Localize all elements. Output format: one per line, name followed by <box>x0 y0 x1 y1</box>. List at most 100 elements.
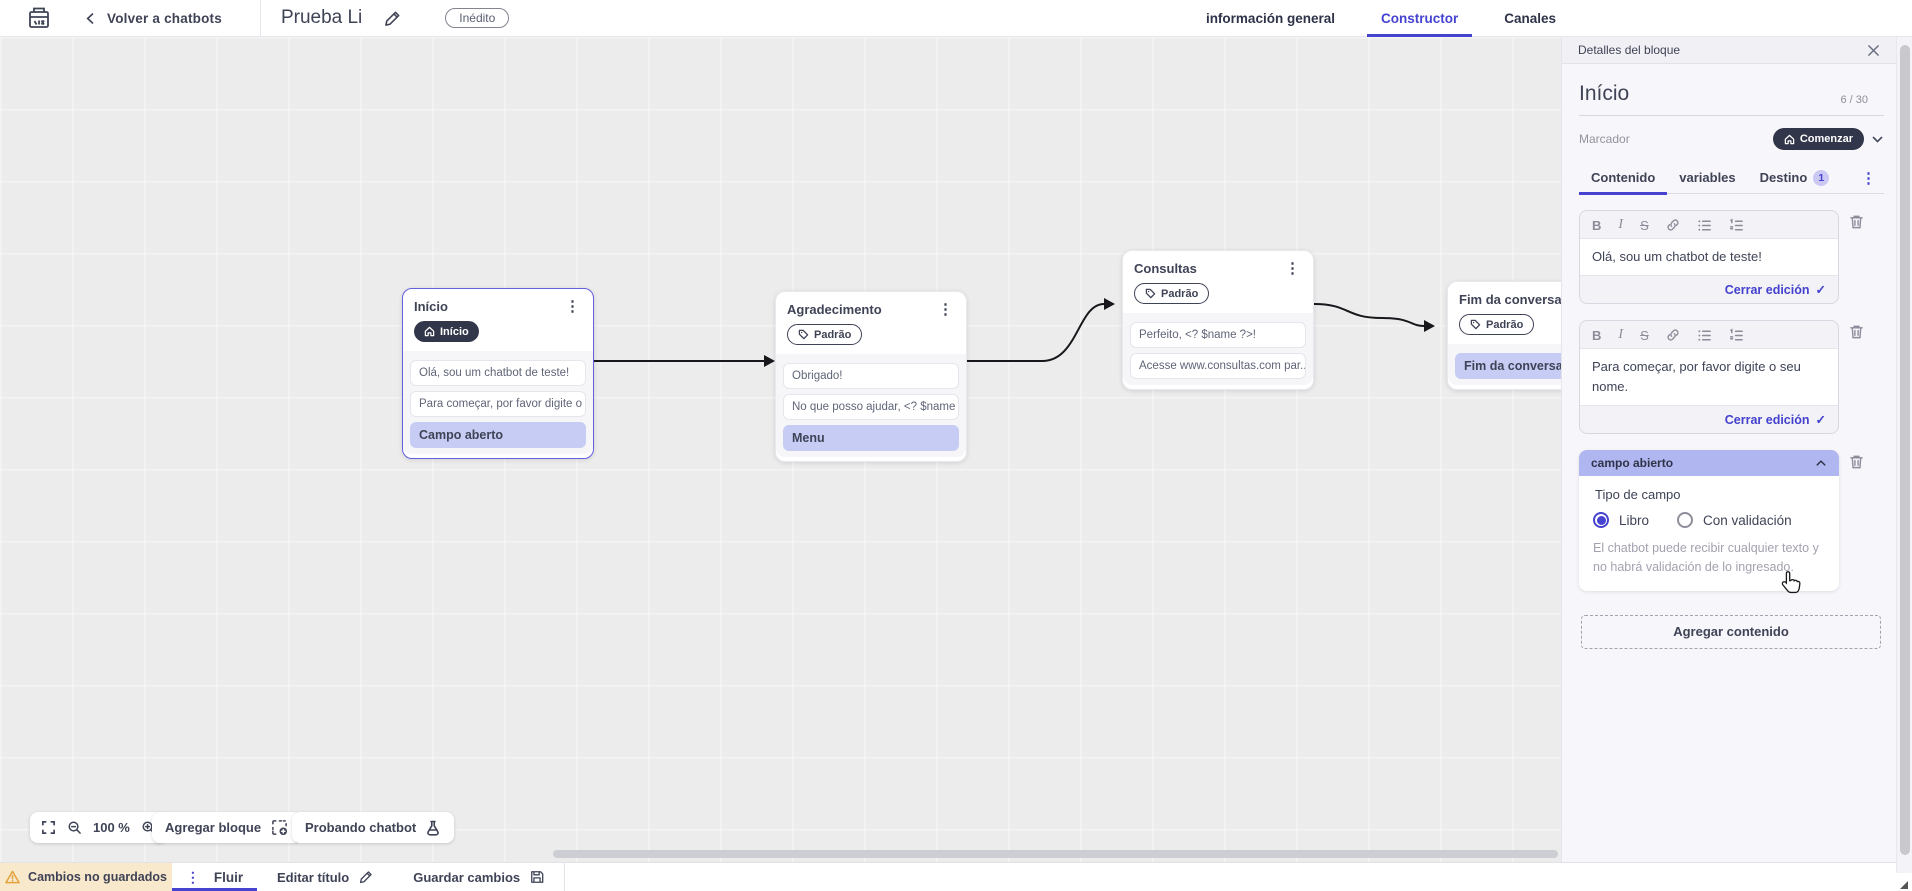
node-row[interactable]: Para começar, por favor digite o ... <box>410 391 586 417</box>
tag-icon <box>798 329 809 340</box>
message-text[interactable]: Para começar, por favor digite o seu nom… <box>1580 348 1838 407</box>
node-row[interactable]: No que posso ajudar, <? $name ... <box>783 394 959 420</box>
trash-icon[interactable] <box>1849 214 1864 230</box>
corner-cursor-artifact <box>1900 881 1908 889</box>
fullscreen-icon[interactable] <box>41 820 56 835</box>
trash-icon[interactable] <box>1849 324 1864 340</box>
bold-icon[interactable]: B <box>1592 327 1602 343</box>
tab-contenido[interactable]: Contenido <box>1579 162 1668 195</box>
status-badge: Inédito <box>445 8 510 28</box>
block-name: Início <box>1579 82 1630 105</box>
radio-libro[interactable] <box>1593 512 1609 529</box>
node-row-selected[interactable]: Menu <box>783 425 959 451</box>
add-content-button[interactable]: Agregar contenido <box>1581 614 1881 649</box>
tab-constructor[interactable]: Constructor <box>1366 0 1473 37</box>
save-icon <box>531 871 544 883</box>
editor-toolbar: B I S <box>1580 321 1838 348</box>
top-bar: Volver a chatbots Prueba Li Inédito info… <box>0 0 1912 37</box>
node-title: Início <box>414 299 448 314</box>
radio-con-validacion-label[interactable]: Con validación <box>1703 512 1792 528</box>
horizontal-scrollbar[interactable] <box>553 850 1558 858</box>
node-menu-icon[interactable]: ⋮ <box>938 301 953 318</box>
node-row[interactable]: Perfeito, <? $name ?>! <box>1130 322 1306 348</box>
chevron-left-icon <box>86 12 94 24</box>
panel-menu-icon[interactable]: ⋮ <box>1861 169 1876 187</box>
bold-icon[interactable]: B <box>1592 217 1602 233</box>
chevron-down-icon[interactable] <box>1871 133 1884 146</box>
test-chatbot-button[interactable]: Probando chatbot <box>292 812 455 843</box>
radio-con-validacion[interactable] <box>1677 512 1694 529</box>
panel-title: Detalles del bloque <box>1578 43 1681 57</box>
tag-icon <box>1145 288 1156 299</box>
flow-menu-icon[interactable]: ⋮ <box>185 868 200 885</box>
warning-icon <box>5 870 20 884</box>
italic-icon[interactable]: I <box>1618 327 1624 343</box>
tab-destino[interactable]: Destino 1 <box>1748 162 1842 194</box>
bullet-list-icon[interactable] <box>1697 218 1712 233</box>
back-to-chatbots-button[interactable]: Volver a chatbots <box>84 11 222 26</box>
panel-header: Detalles del bloque <box>1562 37 1896 64</box>
close-edit-button[interactable]: Cerrar edición✓ <box>1724 412 1826 428</box>
vertical-scrollbar[interactable] <box>1896 37 1912 873</box>
canvas-zoom-controls: 100 % <box>30 812 167 843</box>
top-navigation-tabs: información general Constructor Canales <box>1200 0 1562 37</box>
topbar-divider <box>259 0 261 37</box>
add-block-button[interactable]: Agregar bloque <box>152 812 302 843</box>
destino-count-badge: 1 <box>1813 169 1830 186</box>
editor-toolbar: B I S <box>1580 211 1838 238</box>
bullet-list-icon[interactable] <box>1697 328 1712 343</box>
edit-title-button[interactable]: Editar título <box>257 863 393 891</box>
marker-comenzar-badge[interactable]: Comenzar <box>1772 128 1864 150</box>
open-field-header[interactable]: campo abierto <box>1579 450 1839 477</box>
node-row[interactable]: Olá, sou um chatbot de teste! <box>410 360 586 386</box>
tab-informacion-general[interactable]: información general <box>1205 11 1335 26</box>
vertical-scrollbar-thumb[interactable] <box>1900 45 1910 855</box>
app-logo-icon <box>29 7 49 28</box>
trash-icon[interactable] <box>1849 454 1864 470</box>
tab-canales[interactable]: Canales <box>1504 11 1556 26</box>
node-menu-icon[interactable]: ⋮ <box>565 298 580 315</box>
bottom-status-bar: Cambios no guardados ⋮ Fluir Editar títu… <box>0 862 1912 891</box>
block-name-field[interactable]: Início 6 / 30 <box>1579 76 1884 116</box>
numbered-list-icon[interactable] <box>1729 328 1744 343</box>
block-details-panel: Detalles del bloque Início 6 / 30 Marcad… <box>1561 37 1896 873</box>
chatbot-title: Prueba Li <box>280 7 363 28</box>
node-row[interactable]: Acesse www.consultas.com par... <box>1130 353 1306 379</box>
node-row[interactable]: Obrigado! <box>783 363 959 389</box>
node-title: Fim da conversa <box>1459 292 1562 307</box>
save-changes-button[interactable]: Guardar cambios <box>393 863 564 891</box>
edit-title-pencil-icon[interactable] <box>384 10 401 27</box>
tab-fluir[interactable]: ⋮ Fluir <box>172 863 257 891</box>
close-edit-button[interactable]: Cerrar edición✓ <box>1724 282 1826 298</box>
link-icon[interactable] <box>1666 328 1680 342</box>
pencil-icon <box>360 871 372 884</box>
home-icon <box>424 326 435 337</box>
panel-tabs: Contenido variables Destino 1 ⋮ <box>1579 162 1884 195</box>
flow-node-consultas[interactable]: Consultas ⋮ Padrão Perfeito, <? $name ?>… <box>1122 250 1314 390</box>
flow-node-agradecimento[interactable]: Agradecimento ⋮ Padrão Obrigado! No que … <box>775 291 967 462</box>
italic-icon[interactable]: I <box>1618 217 1624 232</box>
check-icon: ✓ <box>1815 413 1826 428</box>
strikethrough-icon[interactable]: S <box>1640 327 1649 343</box>
radio-libro-label[interactable]: Libro <box>1619 512 1650 528</box>
flask-icon <box>427 820 440 836</box>
char-counter: 6 / 30 <box>1840 94 1868 106</box>
strikethrough-icon[interactable]: S <box>1640 217 1649 233</box>
text-editor-1[interactable]: B I S Olá, sou um chatbot de teste! Cerr… <box>1579 210 1839 305</box>
flow-node-inicio[interactable]: Início ⋮ Início Olá, sou um chatbot de t… <box>402 288 594 459</box>
node-badge-padrao: Padrão <box>787 324 863 345</box>
tab-variables[interactable]: variables <box>1679 170 1736 185</box>
bottombar-divider <box>564 863 566 891</box>
message-text[interactable]: Olá, sou um chatbot de teste! <box>1580 238 1838 277</box>
zoom-out-icon[interactable] <box>67 820 82 835</box>
node-badge-inicio: Início <box>414 321 479 342</box>
home-icon <box>1784 134 1795 144</box>
node-row-selected[interactable]: Campo aberto <box>410 422 586 448</box>
close-icon[interactable] <box>1867 44 1880 57</box>
node-title: Consultas <box>1134 261 1197 276</box>
link-icon[interactable] <box>1666 218 1680 232</box>
numbered-list-icon[interactable] <box>1729 217 1744 233</box>
node-menu-icon[interactable]: ⋮ <box>1285 260 1300 277</box>
warning-text: Cambios no guardados <box>28 870 167 884</box>
text-editor-2[interactable]: B I S Para começar, por favor digite o s… <box>1579 320 1839 435</box>
